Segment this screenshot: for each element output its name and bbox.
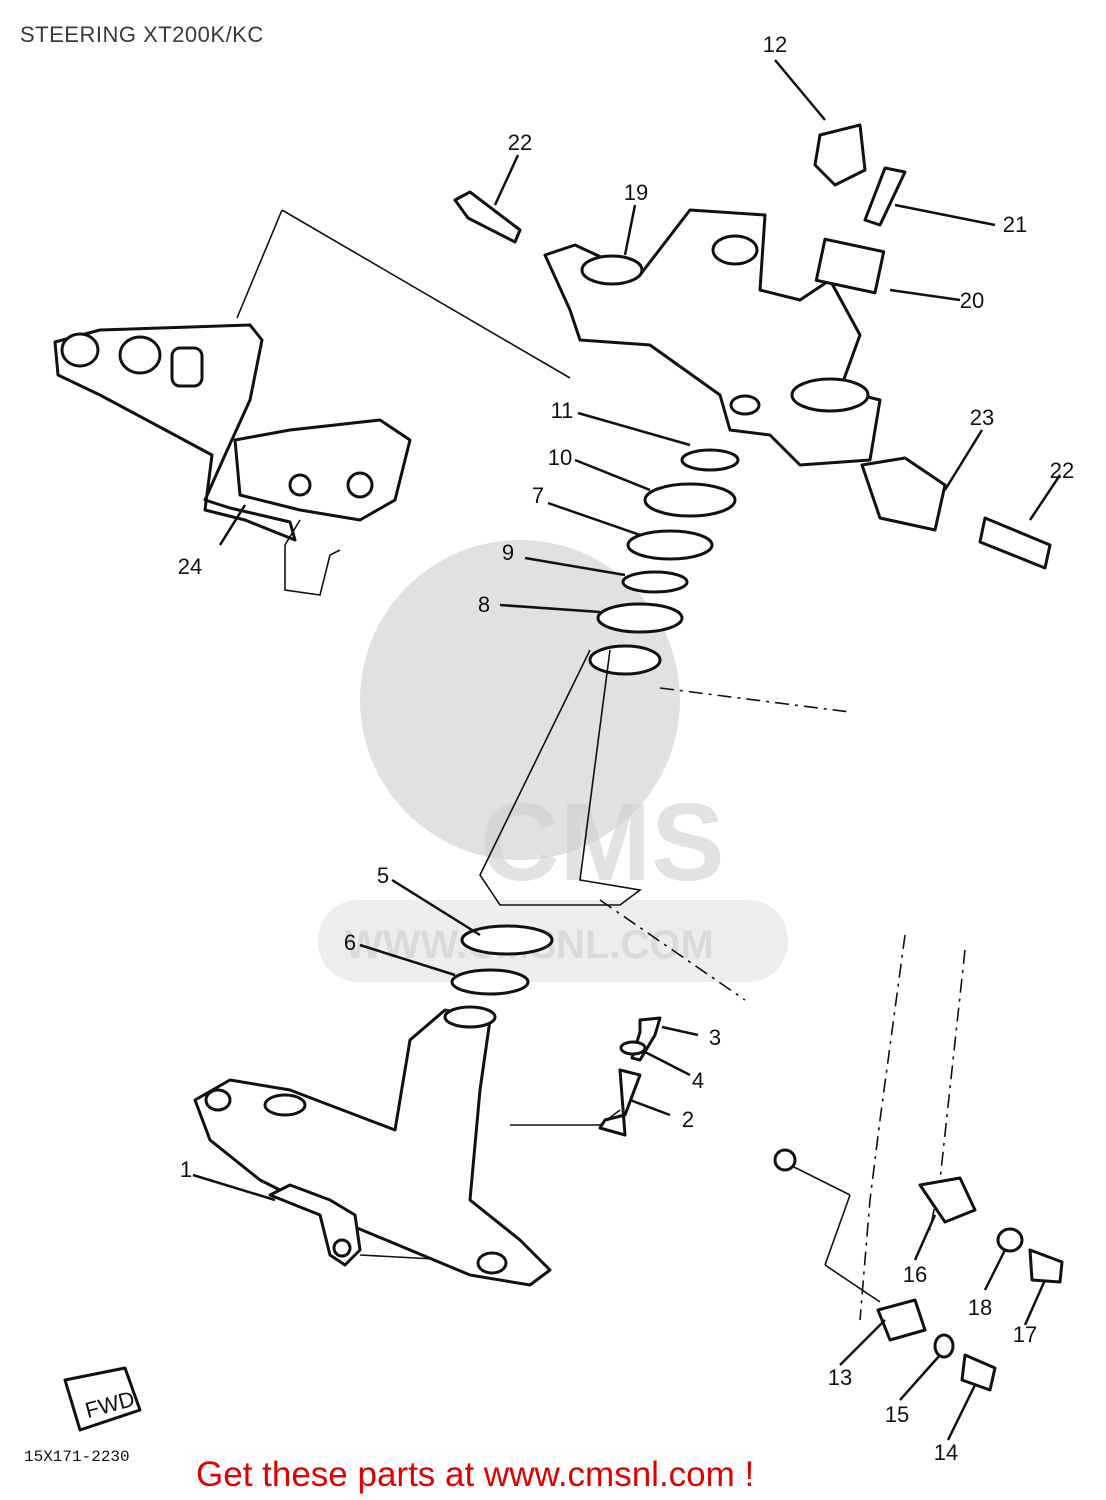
fwd-badge: FWD [63, 1366, 142, 1432]
callout-18: 18 [968, 1295, 992, 1320]
meter-bracket [53, 323, 412, 596]
callout-11: 11 [551, 398, 574, 423]
watermark: CMS WWW.CMSNL.COM [318, 540, 788, 982]
callout-8: 8 [478, 592, 490, 617]
callout-17: 17 [1013, 1322, 1037, 1347]
callout-7: 7 [532, 483, 544, 508]
lower-bracket [193, 1005, 552, 1287]
callout-21: 21 [1003, 212, 1027, 237]
diagram-code: 15X171-2230 [24, 1448, 130, 1466]
cta-link[interactable]: Get these parts at www.cmsnl.com ! [196, 1455, 755, 1494]
callout-3: 3 [709, 1025, 721, 1050]
callout-23: 23 [970, 405, 994, 430]
callout-labels: 12 22 19 21 20 23 22 11 10 7 9 8 24 5 6 … [178, 32, 1074, 1465]
stem-hardware [596, 448, 740, 634]
callout-15: 15 [885, 1402, 909, 1427]
callout-5: 5 [377, 863, 389, 888]
callout-6: 6 [344, 930, 356, 955]
callout-22-top: 22 [508, 130, 532, 155]
callout-10: 10 [548, 445, 572, 470]
callout-13: 13 [828, 1365, 852, 1390]
callout-9: 9 [502, 540, 514, 565]
callout-19: 19 [624, 180, 648, 205]
callout-12: 12 [763, 32, 787, 57]
leader-lines [192, 59, 1062, 1441]
small-hardware [598, 1016, 662, 1137]
callout-14: 14 [934, 1440, 958, 1465]
callout-24: 24 [178, 554, 202, 579]
callout-4: 4 [692, 1068, 704, 1093]
callout-2: 2 [682, 1107, 694, 1132]
callout-22-right: 22 [1050, 458, 1074, 483]
page-title: STEERING XT200K/KC [20, 22, 264, 47]
upper-bracket [453, 123, 1052, 570]
steering-stem [450, 644, 662, 996]
callout-1: 1 [180, 1157, 192, 1182]
callout-20: 20 [960, 288, 984, 313]
callout-16: 16 [903, 1262, 927, 1287]
right-clamps [773, 1148, 1064, 1392]
